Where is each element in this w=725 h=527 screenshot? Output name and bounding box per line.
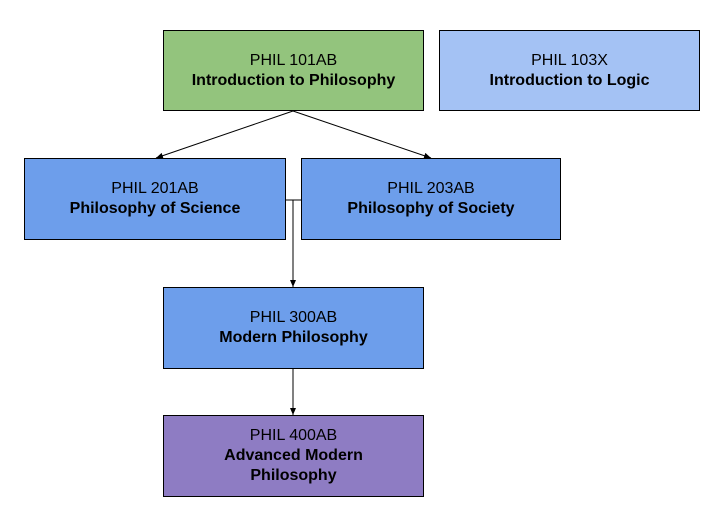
course-node-phil300: PHIL 300AB Modern Philosophy bbox=[163, 287, 424, 369]
course-node-phil400: PHIL 400AB Advanced Modern Philosophy bbox=[163, 415, 424, 497]
course-code: PHIL 203AB bbox=[387, 180, 475, 197]
course-code: PHIL 300AB bbox=[249, 309, 338, 326]
course-code: PHIL 201AB bbox=[111, 180, 199, 197]
course-node-phil103: PHIL 103X Introduction to Logic bbox=[439, 30, 700, 111]
course-title: Modern Philosophy bbox=[219, 329, 368, 346]
course-title: Introduction to Philosophy bbox=[191, 71, 396, 89]
course-node-phil201: PHIL 201AB Philosophy of Science bbox=[24, 158, 286, 240]
course-title: Philosophy of Science bbox=[69, 200, 241, 217]
course-code: PHIL 101AB bbox=[249, 51, 338, 69]
edge-101-to-203 bbox=[292, 110, 432, 159]
edge-101-to-201 bbox=[155, 110, 294, 159]
course-title: Philosophy of Society bbox=[347, 200, 515, 217]
course-code: PHIL 103X bbox=[531, 51, 608, 69]
course-node-phil203: PHIL 203AB Philosophy of Society bbox=[301, 158, 561, 240]
course-node-phil101: PHIL 101AB Introduction to Philosophy bbox=[163, 30, 424, 111]
course-code: PHIL 400AB bbox=[249, 427, 338, 444]
course-title: Advanced Modern Philosophy bbox=[224, 447, 363, 484]
course-title: Introduction to Logic bbox=[489, 71, 650, 89]
